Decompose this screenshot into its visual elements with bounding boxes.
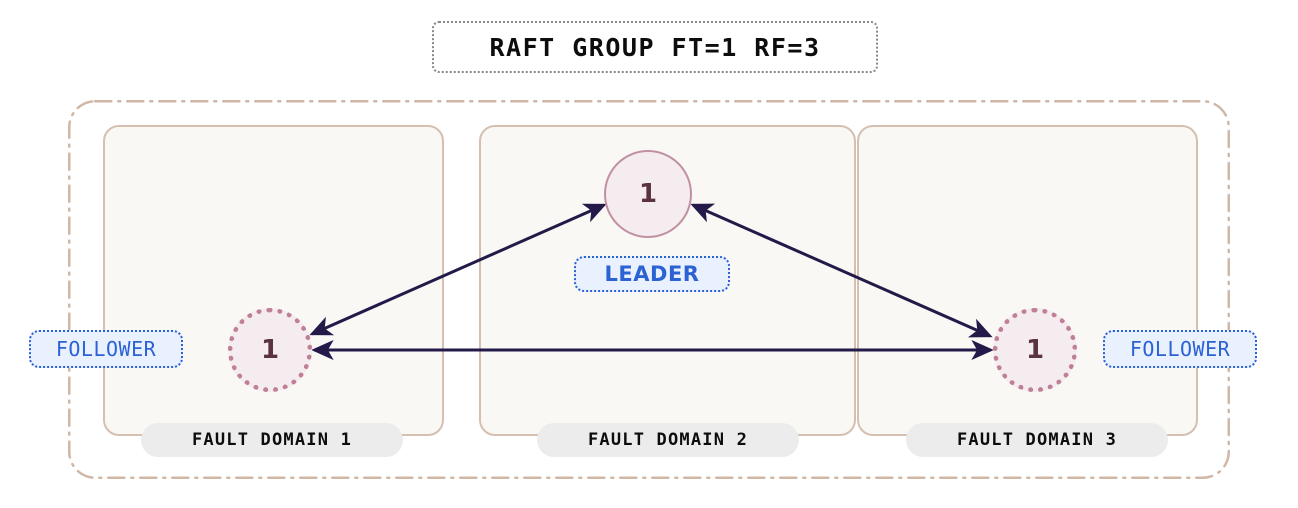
role-badge-follower-left: FOLLOWER [29,330,183,368]
raft-boundary-outline [68,100,1230,479]
node-follower-left-label: 1 [260,335,280,365]
raft-group-boundary [68,100,1230,479]
role-badge-leader-label: LEADER [604,262,700,286]
role-badge-follower-right: FOLLOWER [1103,330,1257,368]
diagram-title-box: RAFT GROUP FT=1 RF=3 [432,21,878,73]
fault-domain-2-label: FAULT DOMAIN 2 [537,423,799,457]
diagram-title: RAFT GROUP FT=1 RF=3 [489,32,821,62]
role-badge-follower-right-label: FOLLOWER [1129,337,1231,361]
fault-domain-1-label: FAULT DOMAIN 1 [141,423,403,457]
node-follower-right-label: 1 [1025,335,1045,365]
node-leader-label: 1 [638,179,658,209]
role-badge-leader: LEADER [574,256,730,292]
node-follower-left[interactable]: 1 [228,308,312,392]
node-leader[interactable]: 1 [604,150,692,238]
node-follower-right[interactable]: 1 [993,308,1077,392]
fault-domain-3-label: FAULT DOMAIN 3 [906,423,1168,457]
role-badge-follower-left-label: FOLLOWER [55,337,157,361]
